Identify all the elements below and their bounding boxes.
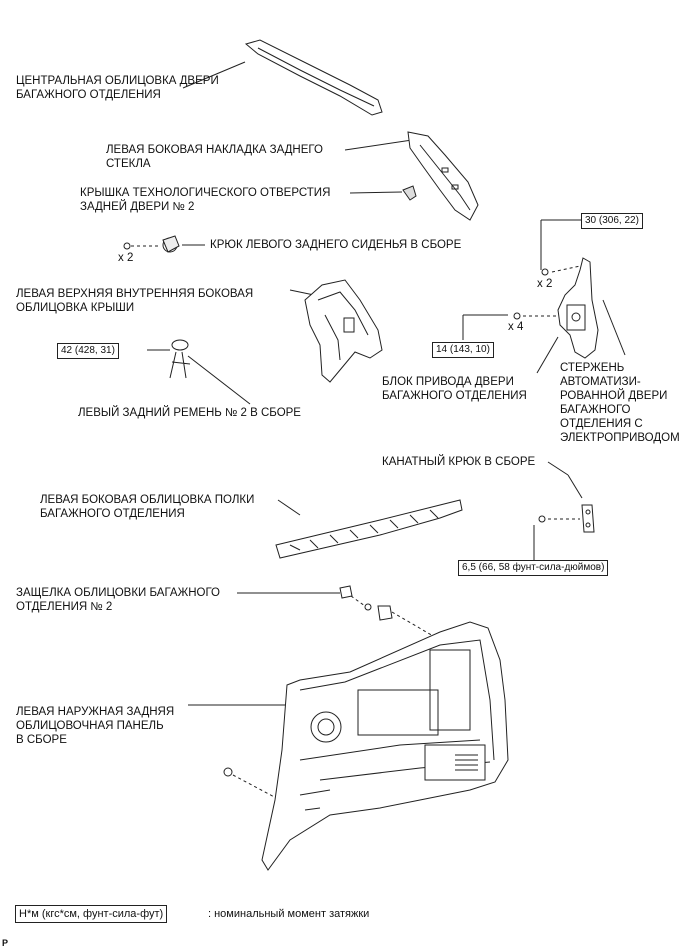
label-rope-hook: КАНАТНЫЙ КРЮК В СБОРЕ — [382, 456, 536, 468]
label-shelf-side-trim: ЛЕВАЯ БОКОВАЯ ОБЛИЦОВКА ПОЛКИ БАГАЖНОГО … — [40, 494, 255, 520]
qty-stay-top: x 2 — [537, 278, 553, 290]
torque-box-30: 30 (306, 22) — [581, 213, 643, 229]
torque-box-42: 42 (428, 31) — [57, 343, 119, 359]
label-roof-side-trim: ЛЕВАЯ ВЕРХНЯЯ ВНУТРЕННЯЯ БОКОВАЯ ОБЛИЦОВ… — [16, 288, 254, 314]
qty-stay-mid: x 4 — [508, 321, 524, 333]
torque-box-6-5: 6,5 (66, 58 фунт-сила-дюймов) — [458, 560, 609, 576]
label-rear-glass-side: ЛЕВАЯ БОКОВАЯ НАКЛАДКА ЗАДНЕГО СТЕКЛА — [106, 144, 323, 170]
label-center-trim: ЦЕНТРАЛЬНАЯ ОБЛИЦОВКА ДВЕРИ БАГАЖНОГО ОТ… — [16, 75, 219, 101]
label-door-drive-unit: БЛОК ПРИВОДА ДВЕРИ БАГАЖНОГО ОТДЕЛЕНИЯ — [382, 376, 527, 402]
legend-unit-box: Н*м (кгс*см, фунт-сила-фут) — [15, 905, 168, 923]
qty-seat-hook: x 2 — [118, 252, 134, 264]
legend-description: : номинальный момент затяжки — [208, 908, 370, 920]
label-belt: ЛЕВЫЙ ЗАДНИЙ РЕМЕНЬ № 2 В СБОРЕ — [78, 407, 301, 419]
label-clip: ЗАЩЕЛКА ОБЛИЦОВКИ БАГАЖНОГО ОТДЕЛЕНИЯ № … — [16, 587, 221, 613]
torque-box-14: 14 (143, 10) — [432, 342, 494, 358]
label-seat-hook: КРЮК ЛЕВОГО ЗАДНЕГО СИДЕНЬЯ В СБОРЕ — [210, 239, 462, 251]
label-quarter-panel: ЛЕВАЯ НАРУЖНАЯ ЗАДНЯЯ ОБЛИЦОВОЧНАЯ ПАНЕЛ… — [16, 706, 175, 746]
label-service-hole-cover: КРЫШКА ТЕХНОЛОГИЧЕСКОГО ОТВЕРСТИЯ ЗАДНЕЙ… — [80, 187, 331, 213]
corner-mark: P — [2, 938, 9, 948]
label-door-stay: СТЕРЖЕНЬ АВТОМАТИЗИ- РОВАННОЙ ДВЕРИ БАГА… — [560, 362, 680, 444]
